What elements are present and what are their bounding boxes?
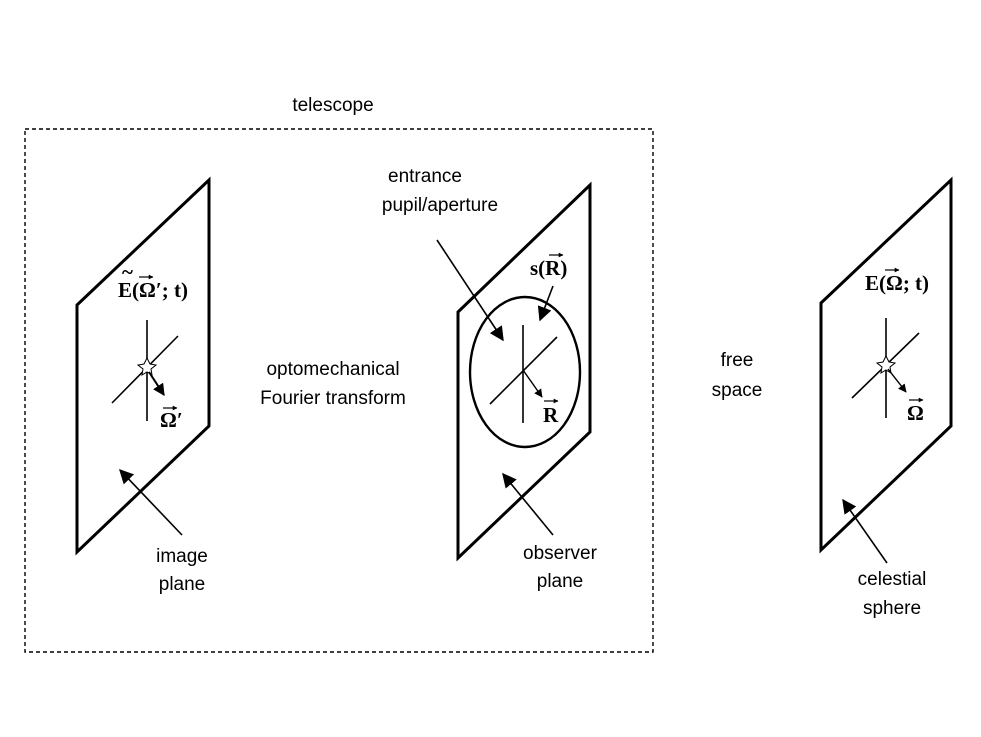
sky-field-label: E(Ω; t) bbox=[865, 271, 929, 295]
observer-vector-arrow bbox=[522, 369, 543, 398]
image-vector-label: Ω′ bbox=[160, 408, 183, 432]
entrance-label-1: entrance bbox=[388, 166, 462, 187]
sky-vector-arrow bbox=[887, 368, 907, 393]
image-plane-group: ~ E(Ω′; t) Ω′ image plane bbox=[75, 176, 211, 595]
image-field-label: E(Ω′; t) bbox=[118, 278, 188, 302]
entrance-label-2: pupil/aperture bbox=[382, 195, 498, 216]
celestial-plane bbox=[819, 176, 953, 554]
aperture-circle bbox=[468, 295, 582, 449]
star-icon bbox=[136, 356, 158, 376]
telescope-label: telescope bbox=[292, 95, 373, 116]
image-plane-label-1: image bbox=[156, 546, 208, 567]
image-plane bbox=[75, 176, 211, 556]
aperture-function-pointer bbox=[537, 285, 554, 322]
celestial-label-1: celestial bbox=[858, 569, 927, 590]
image-field-tilde: ~ bbox=[122, 260, 133, 284]
optomech-label-1: optomechanical bbox=[266, 359, 399, 380]
observer-plane-group: R s(R) entrance pupil/aperture observer … bbox=[382, 166, 598, 592]
sky-vector-label: Ω bbox=[907, 401, 924, 425]
celestial-plane-group: E(Ω; t) Ω celestial sphere bbox=[819, 176, 953, 619]
celestial-label-2: sphere bbox=[863, 598, 921, 619]
sky-star-icon bbox=[875, 354, 897, 374]
entrance-pupil-pointer bbox=[436, 239, 504, 342]
image-plane-label-2: plane bbox=[159, 574, 206, 595]
celestial-pointer bbox=[842, 498, 888, 564]
image-vector-arrow bbox=[148, 371, 165, 397]
observer-plane bbox=[456, 181, 592, 562]
free-space-label-2: space bbox=[712, 380, 763, 401]
image-plane-pointer bbox=[119, 468, 183, 536]
observer-label-2: plane bbox=[537, 571, 584, 592]
observer-plane-pointer bbox=[502, 472, 554, 536]
aperture-function-label: s(R) bbox=[530, 256, 567, 280]
telescope-boundary bbox=[24, 128, 654, 653]
free-space-label-1: free bbox=[721, 350, 754, 371]
observer-vector-label: R bbox=[543, 403, 559, 427]
optomech-label-2: Fourier transform bbox=[260, 388, 406, 409]
observer-label-1: observer bbox=[523, 543, 598, 564]
